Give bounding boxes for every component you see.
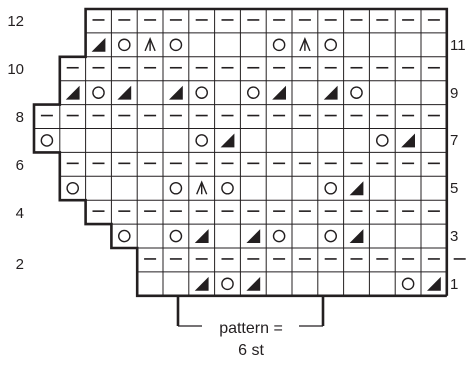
- row-number-left: 4: [15, 205, 24, 222]
- yarn-over-circle-icon: [375, 134, 389, 147]
- decrease-triangle-icon: [401, 133, 415, 148]
- yarn-over-circle-icon: [195, 134, 208, 147]
- pattern-repeat-label-line1: pattern =: [219, 320, 283, 337]
- row-number-left: 10: [7, 61, 24, 78]
- yarn-over-circle-icon: [195, 86, 208, 99]
- decrease-triangle-icon: [194, 229, 209, 243]
- decrease-triangle-icon: [349, 181, 364, 196]
- pattern-repeat-label-line2: 6 st: [238, 342, 264, 359]
- decrease-triangle-icon: [220, 133, 235, 148]
- yarn-over-circle-icon: [324, 38, 338, 52]
- chart-outline: [32, 7, 449, 298]
- yarn-over-circle-icon: [246, 86, 260, 99]
- decrease-triangle-icon: [349, 229, 364, 243]
- row-number-right: 1: [450, 276, 459, 293]
- yarn-over-circle-icon: [66, 181, 79, 195]
- yarn-over-circle-icon: [169, 181, 183, 195]
- yarn-over-circle-icon: [169, 38, 183, 52]
- row-number-left: 8: [15, 109, 24, 126]
- yarn-over-circle-icon: [324, 229, 338, 243]
- decrease-triangle-icon: [117, 85, 132, 100]
- double-decrease-arrow-icon: [196, 180, 208, 195]
- yarn-over-circle-icon: [118, 38, 131, 52]
- pattern-repeat-label: pattern = 6 st: [178, 318, 324, 362]
- row-number-left: 6: [15, 157, 24, 174]
- decrease-triangle-icon: [194, 276, 209, 291]
- decrease-triangle-icon: [169, 85, 183, 100]
- decrease-triangle-icon: [91, 37, 106, 52]
- double-decrease-arrow-icon: [144, 37, 156, 52]
- row-number-right: 7: [450, 132, 459, 149]
- yarn-over-circle-icon: [221, 277, 234, 291]
- yarn-over-circle-icon: [118, 229, 131, 243]
- yarn-over-circle-icon: [272, 229, 286, 243]
- row-number-left: 12: [7, 13, 24, 30]
- decrease-triangle-icon: [65, 85, 80, 100]
- yarn-over-circle-icon: [272, 38, 286, 52]
- decrease-triangle-icon: [246, 229, 261, 243]
- row-number-right: 11: [450, 37, 466, 54]
- yarn-over-circle-icon: [401, 277, 415, 291]
- row-number-right: 5: [450, 180, 459, 197]
- yarn-over-circle-icon: [350, 86, 363, 99]
- yarn-over-circle-icon: [324, 181, 338, 195]
- decrease-triangle-icon: [427, 276, 441, 291]
- row-number-right: 3: [450, 228, 459, 245]
- yarn-over-circle-icon: [169, 229, 183, 243]
- yarn-over-circle-icon: [92, 86, 105, 99]
- row-number-right: 9: [450, 85, 459, 102]
- double-decrease-arrow-icon: [299, 37, 311, 52]
- yarn-over-circle-icon: [40, 134, 54, 147]
- decrease-triangle-icon: [323, 85, 338, 100]
- row-number-left: 2: [15, 256, 24, 273]
- decrease-triangle-icon: [272, 85, 286, 100]
- decrease-triangle-icon: [246, 276, 261, 291]
- yarn-over-circle-icon: [221, 181, 234, 195]
